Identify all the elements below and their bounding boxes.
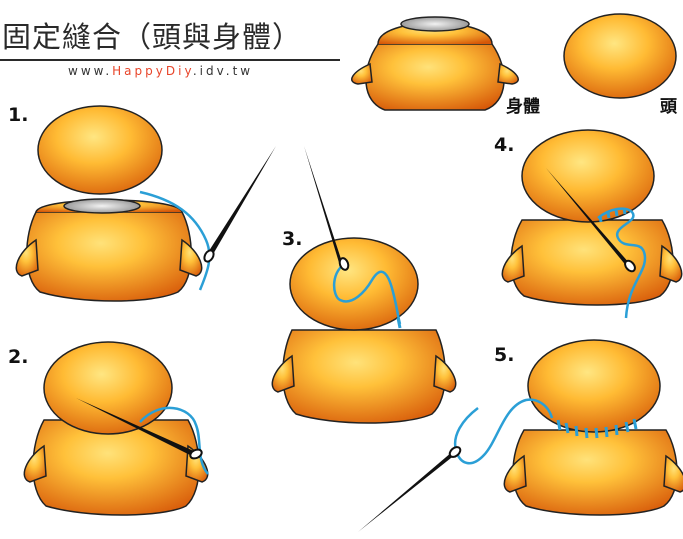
step-1-opening <box>64 199 140 213</box>
step-5-right-arm <box>664 456 683 492</box>
body-part-illustration <box>352 17 518 110</box>
step-5-label: 5. <box>494 344 514 366</box>
step-4-head <box>522 130 654 222</box>
body-left-arm <box>352 64 372 84</box>
step-2-illustration <box>24 342 208 515</box>
step-3-stitch <box>398 318 400 328</box>
step-1-body <box>27 212 192 301</box>
step-3-body <box>283 330 446 423</box>
step-4-body <box>511 220 673 305</box>
step-5-body <box>513 430 677 515</box>
step-1-needle <box>206 146 276 260</box>
step-2-label: 2. <box>8 346 28 368</box>
head-part-illustration <box>564 14 676 98</box>
head-label: 頭 <box>660 92 677 117</box>
step-3-label: 3. <box>282 228 302 250</box>
step-1-label: 1. <box>8 104 28 126</box>
step-1-needle-eye <box>203 249 216 263</box>
step-2-head <box>44 342 172 434</box>
step-5-needle <box>358 448 458 532</box>
body-opening <box>401 17 469 31</box>
body-label: 身體 <box>506 92 540 117</box>
step-4-illustration <box>502 130 681 318</box>
step-5-head <box>528 340 660 432</box>
body-right-arm <box>498 64 518 84</box>
step-1-head <box>38 106 162 194</box>
body-shape <box>366 44 504 110</box>
step-3-illustration <box>272 146 455 423</box>
step-4-label: 4. <box>494 134 514 156</box>
step-1-illustration <box>16 106 276 301</box>
